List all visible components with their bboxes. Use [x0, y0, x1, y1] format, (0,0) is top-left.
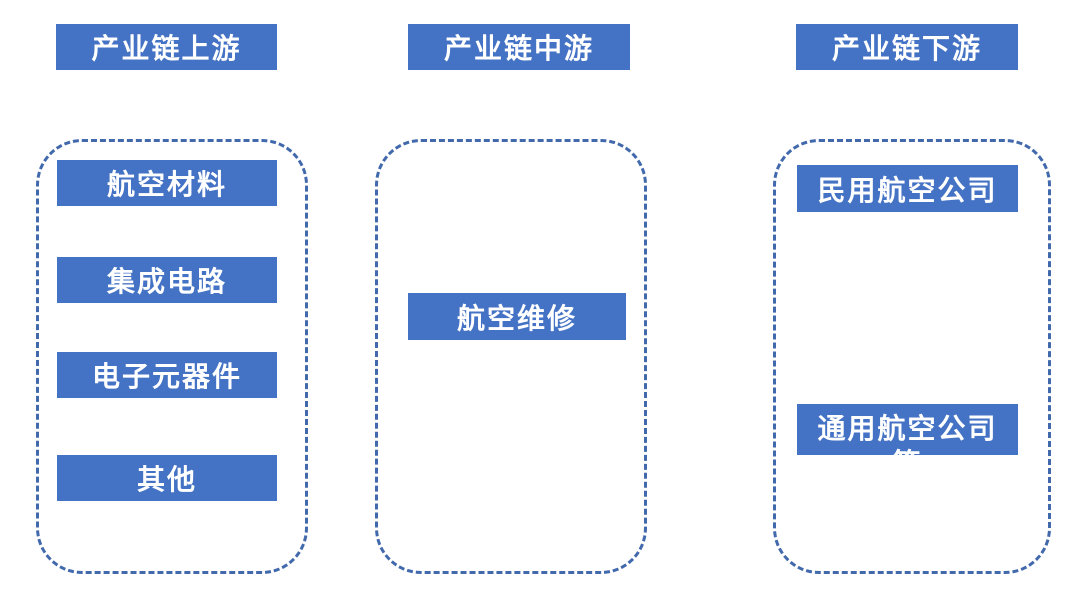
upstream-item-others: 其他	[57, 455, 277, 501]
downstream-group-panel	[773, 139, 1051, 574]
downstream-item-clipped-second-line: 等	[797, 450, 1018, 456]
downstream-item-general-aviation-company: 通用航空公司 等	[797, 404, 1018, 455]
header-upstream: 产业链上游	[56, 24, 277, 70]
upstream-item-aviation-materials: 航空材料	[57, 160, 277, 206]
header-midstream: 产业链中游	[408, 24, 630, 70]
downstream-item-general-aviation-company-label: 通用航空公司	[817, 413, 998, 444]
upstream-item-integrated-circuits: 集成电路	[57, 257, 277, 303]
header-downstream: 产业链下游	[796, 24, 1018, 70]
upstream-item-electronic-components: 电子元器件	[57, 352, 277, 398]
midstream-item-aviation-maintenance: 航空维修	[408, 293, 626, 340]
upstream-group-panel	[36, 139, 308, 574]
midstream-group-panel	[375, 139, 647, 574]
downstream-item-civil-aviation-company: 民用航空公司	[797, 165, 1018, 212]
